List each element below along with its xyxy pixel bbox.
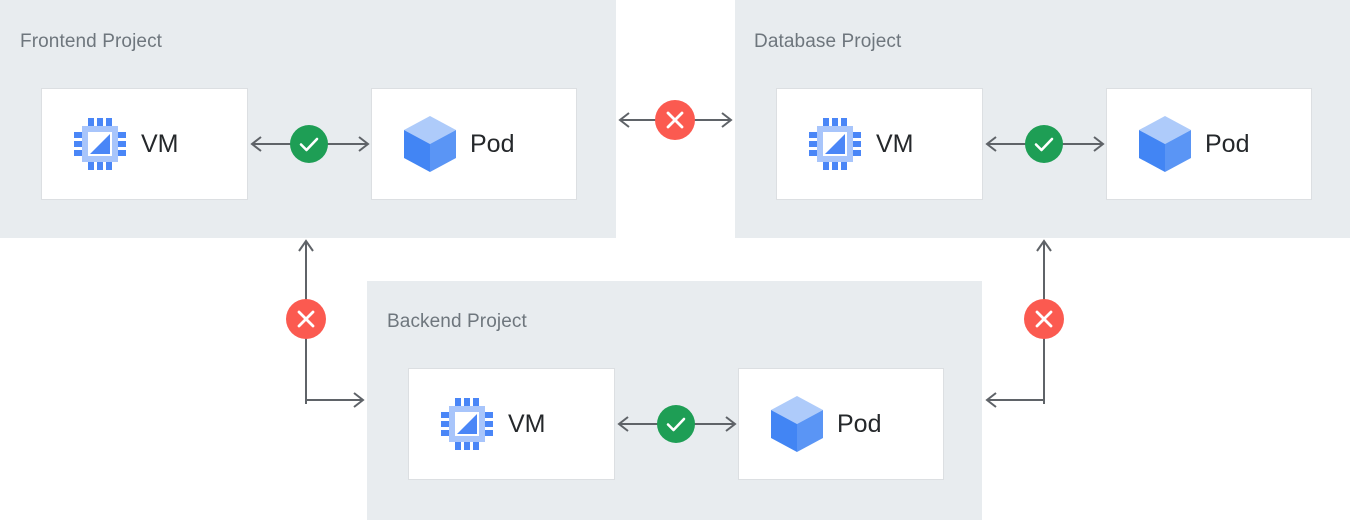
check-icon <box>1034 137 1054 152</box>
cpu-chip-icon <box>441 398 493 450</box>
resource-label-database-pod: Pod <box>1205 130 1250 158</box>
check-icon <box>299 137 319 152</box>
check-icon <box>666 417 686 432</box>
resource-label-database-vm: VM <box>876 130 914 158</box>
cube-icon <box>1136 114 1194 174</box>
cube-icon <box>401 114 459 174</box>
panel-title-backend: Backend Project <box>387 311 527 332</box>
panel-title-database: Database Project <box>754 31 902 52</box>
status-badge-backend-internal[interactable] <box>657 405 695 443</box>
cpu-chip-icon <box>809 118 861 170</box>
status-badge-frontend-backend[interactable] <box>286 299 326 339</box>
resource-card-database-pod[interactable] <box>1106 88 1312 200</box>
cpu-chip-icon <box>74 118 126 170</box>
cube-icon <box>768 394 826 454</box>
resource-label-backend-pod: Pod <box>837 410 882 438</box>
status-badge-frontend-database[interactable] <box>655 100 695 140</box>
status-badge-database-backend[interactable] <box>1024 299 1064 339</box>
cross-icon <box>1035 310 1053 328</box>
status-badge-frontend-internal[interactable] <box>290 125 328 163</box>
resource-label-frontend-vm: VM <box>141 130 179 158</box>
resource-label-backend-vm: VM <box>508 410 546 438</box>
cross-icon <box>666 111 684 129</box>
resource-label-frontend-pod: Pod <box>470 130 515 158</box>
status-badge-database-internal[interactable] <box>1025 125 1063 163</box>
cross-icon <box>297 310 315 328</box>
panel-title-frontend: Frontend Project <box>20 31 163 52</box>
